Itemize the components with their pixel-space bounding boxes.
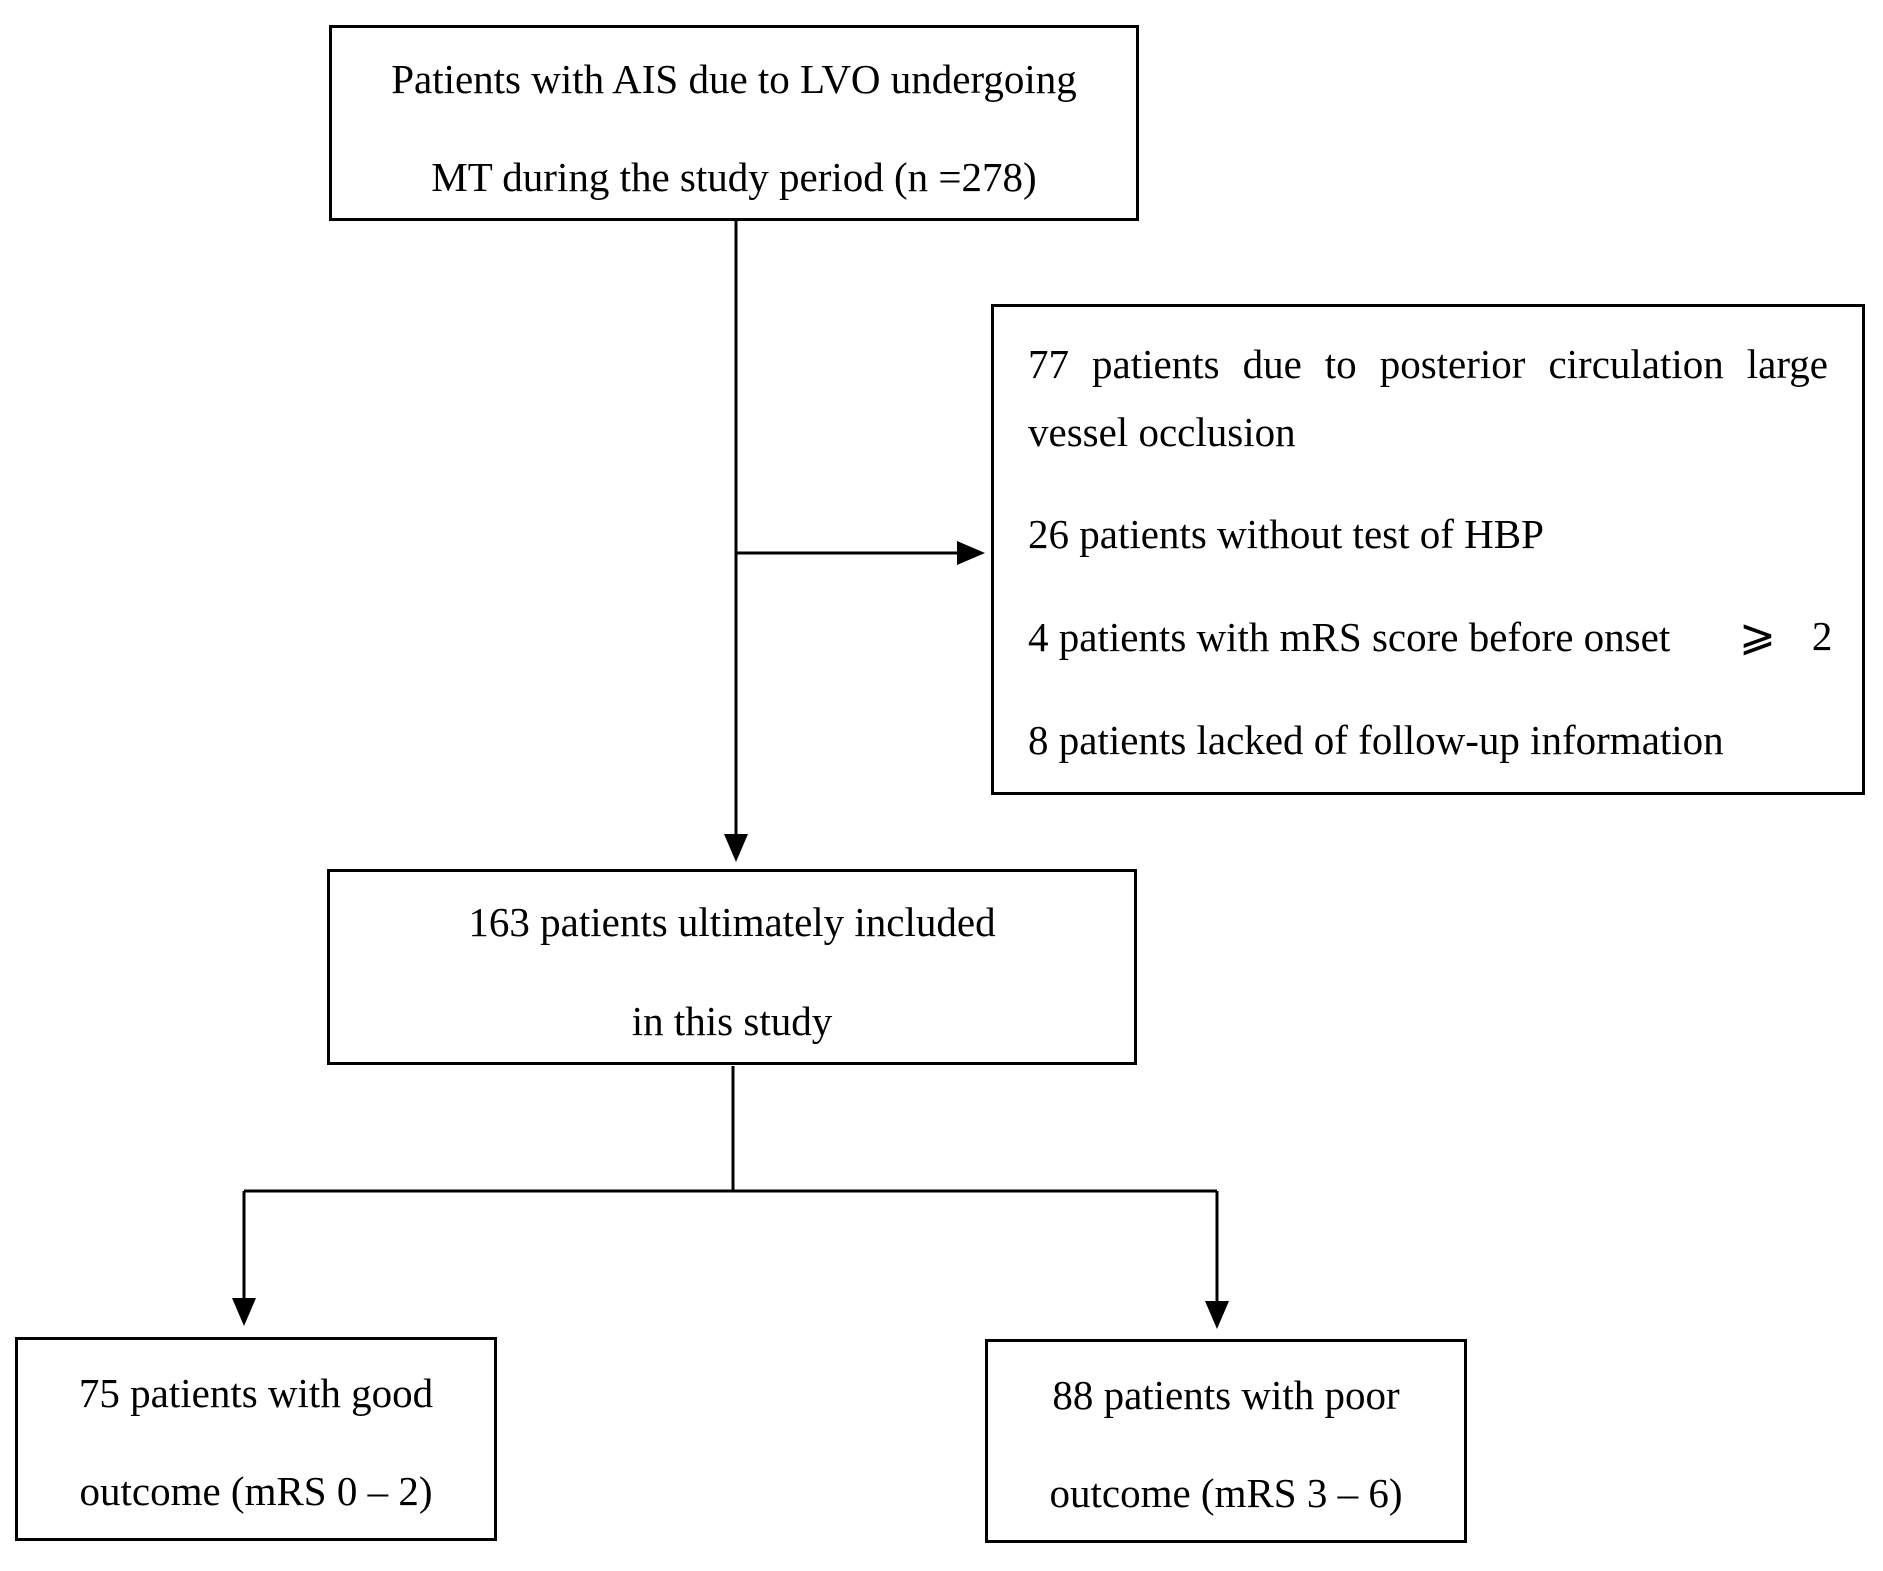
good-outcome-line-2: outcome (mRS 0 – 2)	[79, 1468, 433, 1514]
exclusion-item-prior-mrs: 4 patients with mRS score before onset	[1028, 612, 1670, 662]
initial-cohort-box: Patients with AIS due to LVO undergoing …	[329, 25, 1139, 221]
arrowhead-to-included	[724, 834, 748, 862]
exclusion-criteria-box: 77 patients due to posterior circulation…	[991, 304, 1865, 795]
included-patients-line-1: 163 patients ultimately included	[468, 899, 996, 945]
exclusion-item-posterior-line-2: vessel occlusion	[1028, 409, 1296, 455]
included-patients-line-2: in this study	[631, 998, 833, 1044]
initial-cohort-line-1: Patients with AIS due to LVO undergoing	[391, 56, 1077, 102]
good-outcome-line-1: 75 patients with good	[78, 1370, 434, 1416]
exclusion-item-posterior-line-1: 77 patients due to posterior circulation…	[1028, 341, 1828, 387]
greater-equal-symbol: ⩾	[1739, 611, 1776, 660]
initial-cohort-line-2: MT during the study period (n =278)	[431, 154, 1037, 200]
poor-outcome-box: 88 patients with poor outcome (mRS 3 – 6…	[985, 1339, 1467, 1543]
good-outcome-box: 75 patients with good outcome (mRS 0 – 2…	[15, 1337, 497, 1541]
arrowhead-to-good-outcome	[232, 1298, 256, 1326]
arrowhead-to-poor-outcome	[1205, 1301, 1229, 1329]
exclusion-item-prior-mrs-threshold: ⩾2	[1739, 611, 1832, 661]
exclusion-item-prior-mrs-value: 2	[1811, 613, 1833, 659]
poor-outcome-line-1: 88 patients with poor	[1052, 1372, 1400, 1418]
arrowhead-to-exclusions	[957, 541, 985, 565]
included-patients-box: 163 patients ultimately included in this…	[327, 869, 1137, 1065]
exclusion-item-no-follow-up: 8 patients lacked of follow-up informati…	[1028, 717, 1724, 763]
exclusion-item-prior-mrs-text: 4 patients with mRS score before onset	[1028, 614, 1671, 660]
exclusion-item-no-hbp-test: 26 patients without test of HBP	[1028, 511, 1544, 557]
poor-outcome-line-2: outcome (mRS 3 – 6)	[1049, 1470, 1403, 1516]
